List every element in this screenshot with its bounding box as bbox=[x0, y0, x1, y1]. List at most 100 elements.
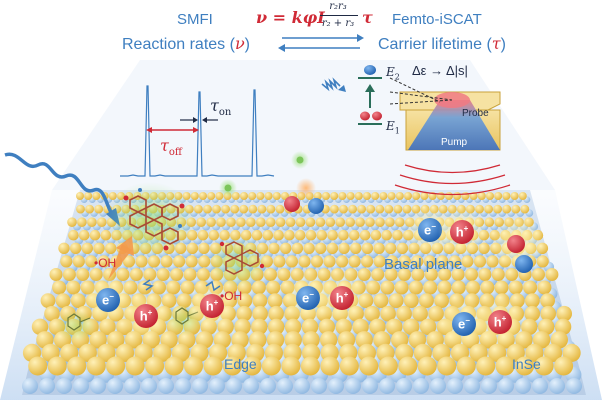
fraction-bar bbox=[320, 15, 358, 16]
selenium-atom bbox=[301, 318, 319, 335]
selenium-atom bbox=[384, 204, 394, 214]
selenium-atom bbox=[310, 255, 324, 268]
edge-atom bbox=[39, 378, 55, 394]
selenium-atom bbox=[67, 356, 87, 376]
selenium-atom bbox=[436, 255, 449, 268]
selenium-atom bbox=[537, 280, 552, 295]
selenium-atom bbox=[506, 343, 525, 362]
selenium-atom bbox=[183, 268, 197, 281]
tau-on-label: τon bbox=[210, 96, 232, 119]
selenium-atom bbox=[448, 255, 461, 268]
selenium-atom bbox=[494, 280, 509, 295]
selenium-atom bbox=[266, 331, 285, 349]
selenium-atom bbox=[412, 192, 421, 200]
selenium-atom bbox=[451, 280, 466, 295]
selenium-atom bbox=[60, 255, 73, 268]
floating-particles bbox=[219, 151, 324, 214]
e1-label: E1 bbox=[386, 119, 400, 136]
selenium-atom bbox=[49, 268, 63, 281]
selenium-atom bbox=[375, 217, 385, 227]
selenium-atom bbox=[554, 356, 574, 376]
selenium-atom bbox=[28, 356, 48, 376]
selenium-atom bbox=[268, 318, 285, 335]
selenium-atom bbox=[349, 229, 360, 241]
selenium-atom bbox=[466, 280, 480, 295]
edge-atom bbox=[430, 378, 446, 394]
selenium-atom bbox=[335, 217, 346, 227]
selenium-atom bbox=[420, 192, 429, 200]
selenium-atom bbox=[266, 280, 281, 295]
selenium-atom bbox=[326, 242, 339, 254]
selenium-atom bbox=[268, 305, 284, 322]
selenium-atom bbox=[277, 268, 291, 281]
selenium-atom bbox=[230, 204, 240, 214]
selenium-atom bbox=[366, 204, 376, 214]
selenium-atom bbox=[478, 268, 492, 281]
oh-radical-center: •OH bbox=[220, 289, 243, 303]
selenium-atom bbox=[408, 280, 423, 295]
selenium-atom bbox=[147, 255, 161, 268]
selenium-atom bbox=[428, 305, 444, 322]
selenium-atom bbox=[330, 204, 339, 214]
selenium-atom bbox=[89, 229, 101, 241]
edge-atom bbox=[243, 378, 259, 394]
selenium-atom bbox=[295, 217, 306, 227]
selenium-atom bbox=[320, 343, 339, 362]
selenium-atom bbox=[357, 268, 371, 281]
selenium-atom bbox=[385, 217, 395, 227]
selenium-atom bbox=[143, 268, 157, 281]
selenium-atom bbox=[40, 293, 56, 308]
selenium-atom bbox=[375, 204, 385, 214]
selenium-atom bbox=[540, 293, 555, 308]
selenium-atom bbox=[316, 229, 328, 241]
edge-atom bbox=[464, 378, 480, 394]
edge-atom bbox=[294, 378, 310, 394]
selenium-atom bbox=[186, 242, 199, 254]
selenium-atom bbox=[284, 331, 302, 349]
selenium-atom bbox=[338, 229, 349, 241]
selenium-atom bbox=[275, 204, 285, 214]
selenium-atom bbox=[251, 280, 266, 295]
reaction-rates-label: Reaction rates (ν) bbox=[122, 34, 250, 53]
selenium-atom bbox=[58, 242, 70, 254]
selenium-atom bbox=[486, 255, 499, 268]
selenium-atom bbox=[170, 268, 184, 281]
hole-label: h+ bbox=[139, 308, 153, 324]
selenium-atom bbox=[545, 268, 559, 281]
selenium-atom bbox=[305, 217, 316, 227]
selenium-atom bbox=[359, 229, 371, 241]
selenium-atom bbox=[76, 192, 84, 200]
edge-atom bbox=[277, 378, 293, 394]
selenium-atom bbox=[525, 293, 540, 308]
edge-atom bbox=[141, 378, 157, 394]
selenium-atom bbox=[242, 356, 262, 376]
selenium-atom bbox=[285, 255, 298, 268]
selenium-atom bbox=[395, 217, 405, 227]
dye-molecule-left bbox=[105, 182, 195, 280]
selenium-atom bbox=[502, 204, 512, 214]
selenium-atom bbox=[475, 204, 484, 214]
edge-atom bbox=[481, 378, 497, 394]
selenium-atom bbox=[385, 242, 397, 254]
selenium-atom bbox=[438, 268, 452, 281]
selenium-atom bbox=[267, 293, 283, 308]
selenium-atom bbox=[198, 255, 211, 268]
selenium-atom bbox=[70, 293, 86, 308]
selenium-atom bbox=[315, 217, 326, 227]
probe-label: Probe bbox=[462, 108, 489, 119]
selenium-atom bbox=[361, 242, 374, 254]
selenium-atom bbox=[252, 305, 268, 322]
edge-atom bbox=[498, 378, 514, 394]
selenium-atom bbox=[239, 204, 249, 214]
edge-atom bbox=[107, 378, 123, 394]
selenium-atom bbox=[434, 293, 449, 308]
selenium-atom bbox=[129, 268, 143, 281]
femto-iscat-label: Femto-iSCAT bbox=[392, 11, 482, 28]
selenium-atom bbox=[484, 204, 493, 214]
selenium-atom bbox=[378, 356, 398, 376]
selenium-atom bbox=[164, 356, 184, 376]
selenium-atom bbox=[115, 343, 135, 362]
selenium-atom bbox=[369, 318, 386, 335]
oh-radical-left: •OH bbox=[94, 256, 117, 270]
